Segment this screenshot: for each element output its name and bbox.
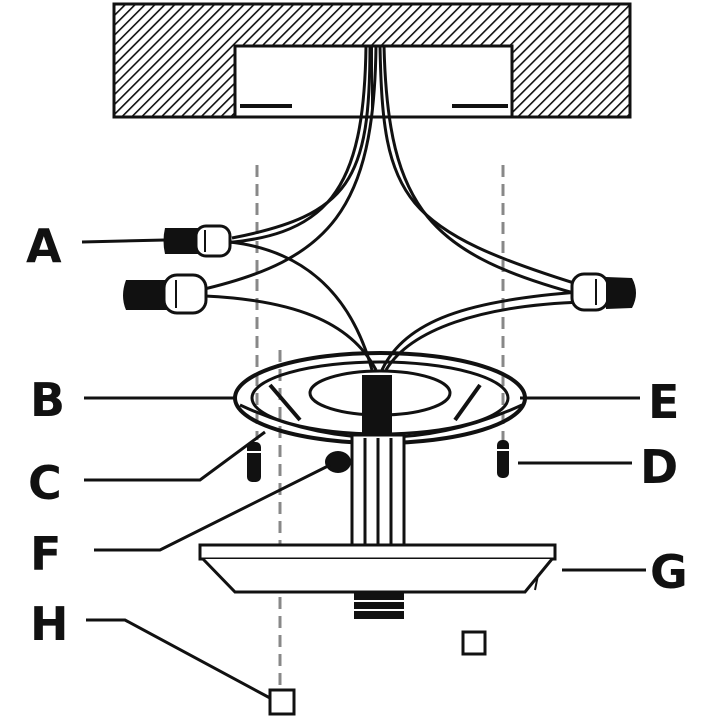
small-square-h (268, 688, 296, 716)
threaded-nipple (354, 593, 404, 619)
callout-f: F (30, 527, 61, 581)
wire-connector-a (163, 224, 232, 258)
supply-wires (199, 45, 591, 298)
center-stem (350, 433, 406, 549)
callout-h: H (30, 597, 69, 651)
callout-b: B (30, 373, 65, 427)
callout-c: C (28, 456, 62, 510)
small-square-cap (461, 630, 487, 656)
callout-g: G (650, 545, 688, 599)
leader-lines (81, 238, 646, 700)
callout-d: D (640, 440, 678, 494)
mounting-screw-d (497, 440, 509, 478)
fixture-wires (204, 240, 586, 371)
wire-connector-right (570, 272, 636, 312)
ceiling (112, 2, 632, 119)
hex-nut-f (325, 451, 351, 473)
callout-e: E (648, 375, 679, 429)
callout-a: A (26, 219, 62, 273)
canopy (198, 543, 557, 594)
mounting-screw-c (247, 442, 261, 482)
wire-connector-left (123, 273, 208, 315)
